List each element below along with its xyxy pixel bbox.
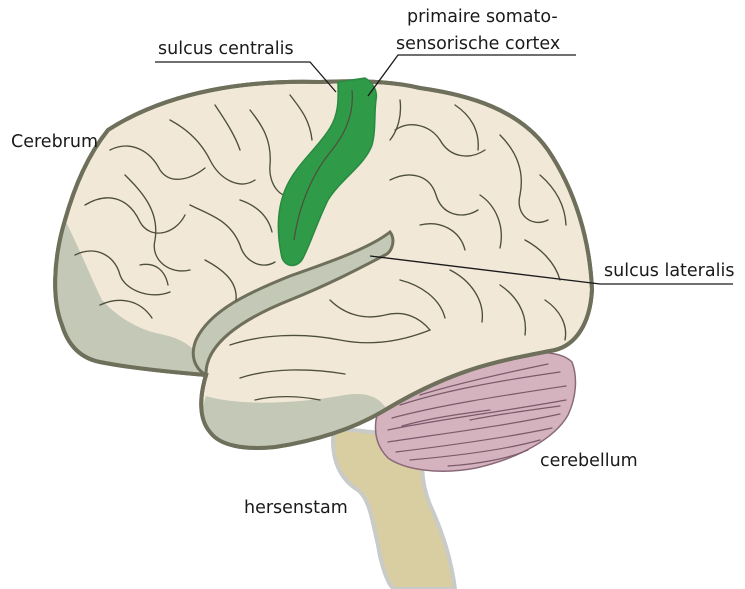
label-cerebrum: Cerebrum <box>11 132 98 152</box>
label-sulcus-lateralis: sulcus lateralis <box>604 261 734 281</box>
label-primaire-line1: primaire somato- <box>407 7 558 27</box>
label-cerebellum: cerebellum <box>540 451 638 471</box>
label-sulcus-centralis: sulcus centralis <box>158 39 294 59</box>
label-primaire-line2: sensorische cortex <box>396 34 560 54</box>
label-hersenstam: hersenstam <box>244 498 348 518</box>
